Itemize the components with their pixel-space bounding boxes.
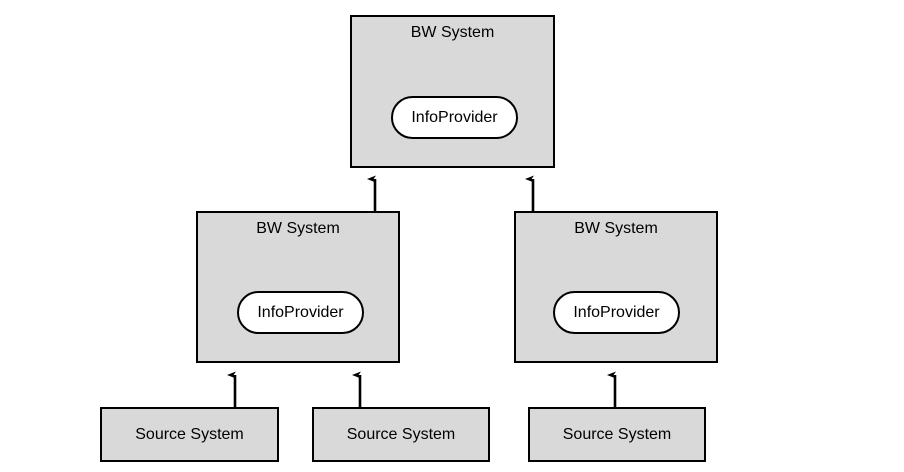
source-system-label: Source System [346, 425, 456, 443]
source-system-box-3[interactable]: Source System [528, 407, 706, 462]
infoprovider-label: InfoProvider [257, 303, 344, 321]
source-system-label: Source System [135, 425, 244, 443]
infoprovider-node[interactable]: InfoProvider [237, 291, 364, 334]
bw-system-box-top[interactable]: BW System InfoProvider [350, 15, 555, 168]
source-system-label: Source System [562, 425, 672, 443]
bw-system-label: BW System [410, 24, 495, 41]
bw-system-box-middle-right[interactable]: BW System InfoProvider [514, 211, 718, 363]
infoprovider-node[interactable]: InfoProvider [553, 291, 680, 334]
bw-system-label: BW System [256, 220, 340, 237]
source-system-box-1[interactable]: Source System [100, 407, 279, 462]
infoprovider-node[interactable]: InfoProvider [391, 96, 518, 139]
infoprovider-label: InfoProvider [411, 108, 498, 126]
infoprovider-label: InfoProvider [573, 303, 660, 321]
source-system-box-2[interactable]: Source System [312, 407, 490, 462]
bw-system-box-middle-left[interactable]: BW System InfoProvider [196, 211, 400, 363]
bw-system-label: BW System [574, 220, 658, 237]
